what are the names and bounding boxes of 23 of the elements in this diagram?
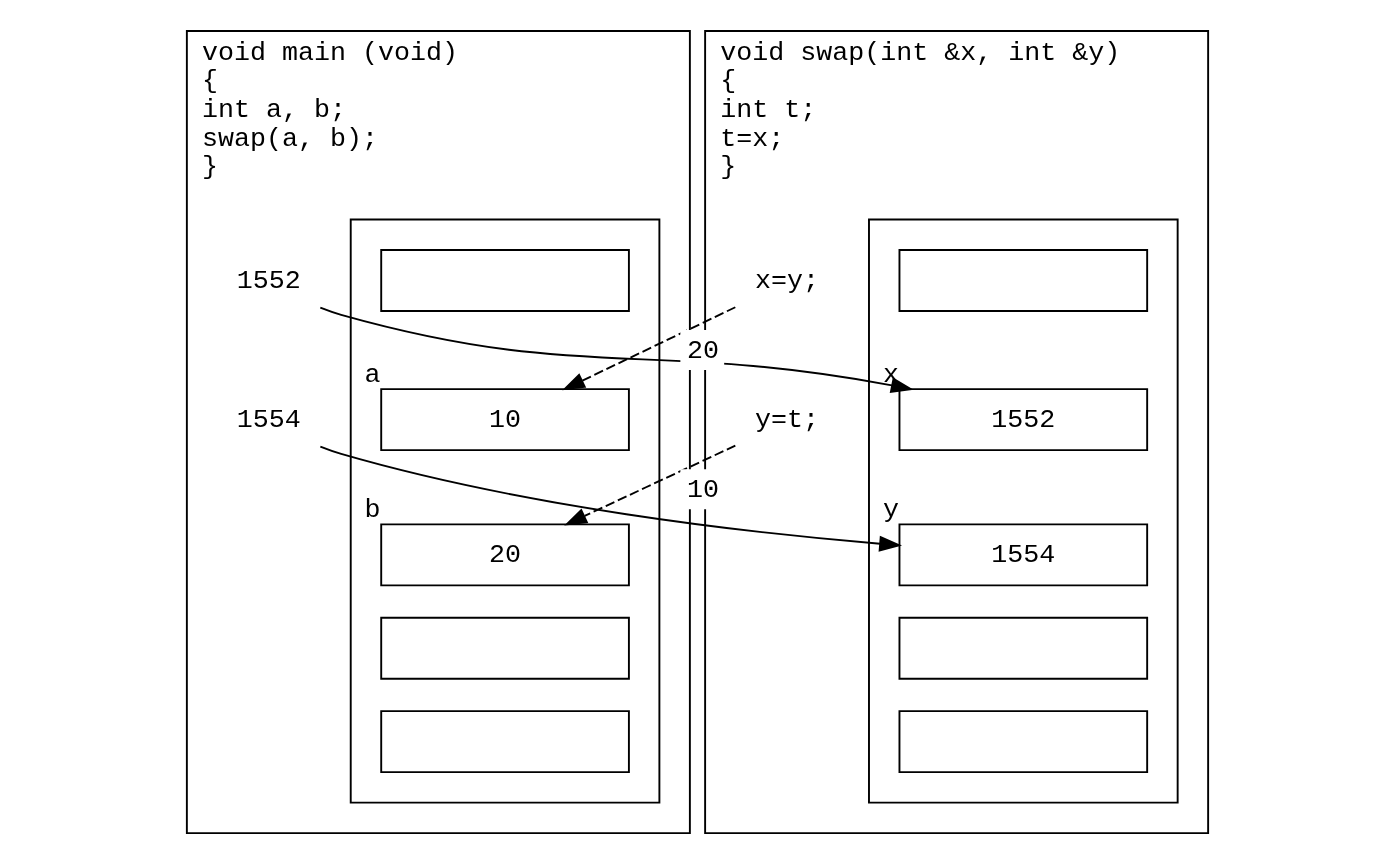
node-text: 1554: [236, 404, 301, 435]
node-box: [898, 616, 1148, 680]
node-box: [898, 249, 1148, 312]
node-box: [898, 710, 1148, 774]
cluster: [349, 218, 660, 804]
node-box: 20: [379, 523, 630, 587]
cluster: [867, 218, 1179, 804]
node-box: [379, 710, 630, 774]
node-label: y: [882, 495, 899, 526]
node-box: 1554: [898, 523, 1148, 587]
node-box: 10: [379, 388, 630, 452]
arrow: [318, 306, 914, 394]
node-box: [379, 616, 630, 680]
arrow: [318, 445, 902, 552]
node-text: x=y;: [754, 265, 819, 296]
arrow: [563, 444, 736, 526]
node-label: b: [364, 495, 381, 526]
arrow: [561, 306, 736, 391]
node-box: 1552: [898, 388, 1148, 452]
node-text: 1552: [236, 265, 301, 296]
node-text: y=t;: [754, 404, 819, 435]
node-label: a: [364, 359, 381, 390]
node-box: [379, 249, 630, 312]
